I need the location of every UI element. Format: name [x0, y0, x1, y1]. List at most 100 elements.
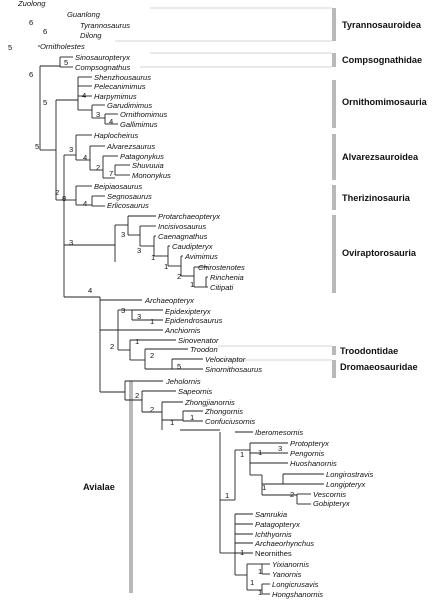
taxon-label: Chirostenotes: [198, 263, 245, 272]
taxon-label: Tyrannosaurus: [80, 21, 130, 30]
taxon-label: Velociraptor: [205, 355, 246, 364]
ornithomimosauria-bar: [332, 80, 336, 128]
taxon-label: Protarchaeopteryx: [158, 212, 221, 221]
clade-leader-lines: [115, 7, 332, 361]
support-value: 1: [258, 448, 262, 457]
support-value: 3: [137, 312, 141, 321]
taxon-label: Zuolong: [17, 0, 46, 8]
taxon-label: Troodon: [190, 345, 218, 354]
clade-label-troodontidae: Troodontidae: [340, 346, 398, 356]
taxon-label: Neornithes: [255, 549, 292, 558]
support-value: 2: [55, 188, 59, 197]
taxon-label: Longicrusavis: [272, 580, 319, 589]
clade-labels: Tyrannosauroidea Compsognathidae Ornitho…: [83, 20, 428, 492]
taxon-label: Sinosauropteryx: [75, 53, 131, 62]
taxon-label: Archaeorhynchus: [254, 539, 314, 548]
taxon-label: Dilong: [80, 31, 102, 40]
support-value: 1: [225, 491, 229, 500]
support-value: 2: [150, 351, 154, 360]
taxon-label: Vescornis: [313, 490, 346, 499]
taxon-label: Protopteryx: [290, 439, 330, 448]
support-value: 6: [29, 18, 33, 27]
support-value: 4: [82, 91, 86, 100]
clade-label-dromaeosauridae: Dromaeosauridae: [340, 362, 418, 372]
taxon-label: Patagonykus: [120, 152, 164, 161]
taxon-label: Longipteryx: [326, 480, 366, 489]
taxon-label: Avimimus: [184, 252, 218, 261]
taxon-label: Sapeornis: [178, 387, 212, 396]
support-value: 3: [121, 306, 125, 315]
support-value: 5: [35, 142, 39, 151]
taxon-label: Harpymimus: [94, 92, 137, 101]
taxon-label: Gobipteryx: [313, 499, 351, 508]
taxon-label: Erlicosaurus: [107, 201, 149, 210]
taxon-label: Compsognathus: [75, 63, 131, 72]
taxon-label: Longirostravis: [326, 470, 373, 479]
taxon-label: Epidendrosaurus: [165, 316, 223, 325]
support-value: 4: [109, 117, 113, 126]
support-value: 1: [262, 483, 266, 492]
taxon-label: Rinchenia: [210, 273, 244, 282]
taxon-label: Incisivosaurus: [158, 222, 206, 231]
taxon-label: Alvarezsaurus: [106, 142, 155, 151]
support-value: 2: [96, 163, 100, 172]
alvarezsauroidea-bar: [332, 134, 336, 180]
support-value: 2: [290, 490, 294, 499]
therizinosauria-bar: [332, 185, 336, 210]
clade-label-avialae: Avialae: [83, 482, 115, 492]
taxon-label: Samrukia: [255, 510, 287, 519]
support-value: 4: [83, 199, 87, 208]
support-value: 4: [88, 286, 92, 295]
support-value: 1: [190, 280, 194, 289]
clade-label-oviraptorosauria: Oviraptorosauria: [342, 248, 417, 258]
taxon-label: Yanornis: [272, 570, 302, 579]
support-value: 5: [177, 362, 181, 371]
clade-label-compsognathidae: Compsognathidae: [342, 55, 422, 65]
avialae-bar: [129, 381, 133, 593]
support-value: 7: [109, 169, 113, 178]
taxon-label: Segnosaurus: [107, 192, 152, 201]
support-value: 1: [170, 418, 174, 427]
support-value: 6: [29, 70, 33, 79]
support-value: 2: [110, 342, 114, 351]
taxon-label: Mononykus: [132, 171, 171, 180]
tyrannosauroidea-bar: [332, 8, 336, 41]
support-value: 1: [135, 337, 139, 346]
support-value: 1: [258, 588, 262, 597]
support-value: 3: [137, 246, 141, 255]
taxon-label: Beipiaosaurus: [94, 182, 142, 191]
support-value: 1: [150, 317, 154, 326]
troodontidae-bar: [332, 346, 336, 355]
compsognathidae-bar: [332, 53, 336, 67]
support-value: 8: [62, 194, 66, 203]
support-value: 1: [240, 450, 244, 459]
support-value: 2: [177, 272, 181, 281]
taxon-label: Huoshanornis: [290, 459, 337, 468]
taxon-label: Zhongornis: [204, 407, 243, 416]
support-value: 2: [150, 405, 154, 414]
taxon-label: Citipati: [210, 283, 234, 292]
taxon-label: Iberomesornis: [255, 428, 303, 437]
taxon-label: Archaeopteryx: [144, 296, 195, 305]
clade-label-alvarezsauroidea: Alvarezsauroidea: [342, 152, 419, 162]
taxon-label: Sinornithosaurus: [205, 365, 262, 374]
taxon-label: Pelecanimimus: [94, 82, 146, 91]
taxon-label: Hongshanornis: [272, 590, 323, 599]
clade-label-ornithomimosauria: Ornithomimosauria: [342, 97, 428, 107]
taxon-label: Confuciusornis: [205, 417, 255, 426]
support-value: 3: [121, 230, 125, 239]
taxon-label: Caenagnathus: [158, 232, 208, 241]
taxon-label: Zhongjianornis: [184, 398, 235, 407]
taxon-label: Gallimimus: [120, 120, 158, 129]
support-value: 2: [135, 391, 139, 400]
support-value: 3: [96, 110, 100, 119]
taxon-label: Patagopteryx: [255, 520, 301, 529]
taxon-label: Sinovenator: [178, 336, 219, 345]
clade-label-therizinosauria: Therizinosauria: [342, 193, 411, 203]
taxon-label: Guanlong: [67, 10, 101, 19]
taxon-label: Shenzhousaurus: [94, 73, 151, 82]
support-value: 1: [151, 253, 155, 262]
support-value: 1: [258, 567, 262, 576]
support-value: 3: [278, 444, 282, 453]
